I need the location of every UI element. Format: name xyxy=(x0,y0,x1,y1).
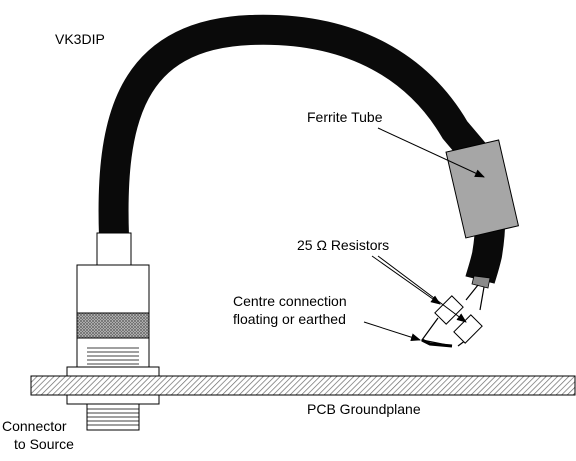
arrow-centre-connection xyxy=(363,321,421,342)
resistor-2 xyxy=(453,314,483,344)
resistor-lead-wires xyxy=(420,284,485,347)
resistor-1 xyxy=(434,295,464,325)
centre-label-line2: floating or earthed xyxy=(233,311,346,327)
arrow-resistor-1 xyxy=(371,255,441,305)
resistors-label: 25 Ω Resistors xyxy=(297,237,389,253)
cable-end-braid xyxy=(471,275,491,289)
pcb-groundplane xyxy=(30,375,576,396)
arrow-resistor-2 xyxy=(377,255,467,323)
coax-cable xyxy=(98,14,506,284)
groundplane-label: PCB Groundplane xyxy=(307,401,421,417)
arrow-ferrite xyxy=(377,127,485,178)
connector-label-line2: to Source xyxy=(14,436,74,452)
ferrite-label: Ferrite Tube xyxy=(307,109,383,125)
centre-label-line1: Centre connection xyxy=(233,293,347,309)
author-label: VK3DIP xyxy=(55,31,105,47)
centre-connection-wire xyxy=(421,338,453,348)
connector xyxy=(66,232,160,431)
connector-label-line1: Connector xyxy=(2,418,67,434)
ferrite-tube xyxy=(445,139,520,239)
